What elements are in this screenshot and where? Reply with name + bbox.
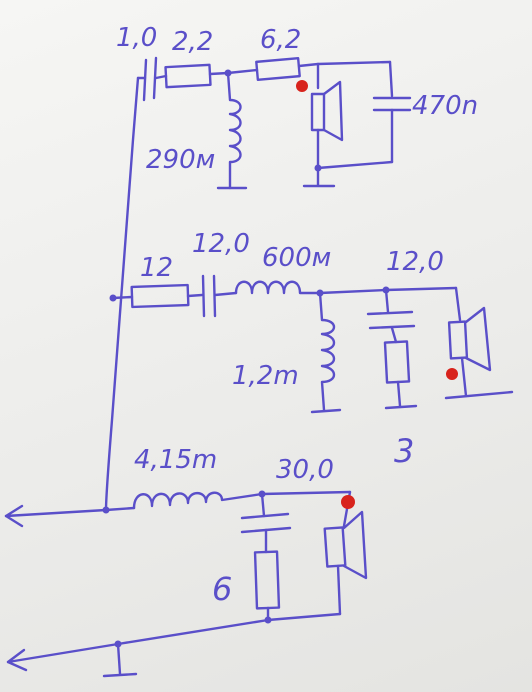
midrange-shunt-capacitor-label: 12,0 — [386, 247, 444, 277]
midrange-shunt-capacitor — [366, 310, 416, 330]
woofer-bus-node — [102, 506, 110, 514]
wire-node-to-shunt-cap — [384, 288, 390, 314]
midrange-polarity-marker — [446, 368, 458, 380]
tweeter-resistor-label: 2,2 — [172, 27, 213, 57]
wire-woofer-speaker-down — [336, 564, 342, 616]
woofer-top-rail — [260, 490, 352, 496]
midrange-inductor-label: 600м — [262, 243, 331, 273]
woofer-polarity-marker — [341, 495, 355, 509]
woofer-inductor-label: 4,15m — [134, 445, 217, 475]
tweeter-section: 1,0 2,2 290м 6,2 470n — [104, 23, 478, 512]
input-arrow-top-icon — [4, 504, 24, 528]
woofer-resistor-label: 6 — [212, 570, 232, 608]
woofer-capacitor-label: 30,0 — [276, 455, 334, 485]
wire-r3-to-c — [186, 293, 204, 298]
midrange-shunt-inductor — [318, 291, 336, 412]
midrange-speaker-ground — [444, 390, 514, 400]
tweeter-second-resistor-label: 6,2 — [260, 25, 301, 55]
tweeter-shunt-inductor — [226, 71, 242, 190]
midrange-capacitor-label: 12,0 — [192, 229, 250, 259]
midrange-resistor-ground — [384, 404, 418, 410]
wire-r2-to-top-rail — [297, 60, 392, 68]
midrange-shunt-inductor-label: 1,2m — [232, 361, 299, 391]
midrange-series-inductor — [234, 280, 322, 295]
midrange-inductor-ground — [310, 408, 342, 414]
midrange-section: 12 12,0 600м 1,2m 12,0 3 — [109, 229, 514, 470]
woofer-shunt-resistor — [253, 550, 281, 610]
input-arrow-bottom-icon — [6, 648, 28, 672]
tweeter-parallel-capacitor-label: 470n — [412, 91, 478, 121]
tweeter-capacitor-label: 1,0 — [116, 23, 157, 53]
wire-resistor-to-ground — [396, 380, 402, 408]
wire-mid-speaker-down — [460, 356, 468, 398]
wire-shunt-cap-to-resistor — [390, 326, 398, 344]
ground-symbol — [102, 642, 138, 678]
woofer-input-line — [4, 506, 136, 518]
midrange-resistor-label: 12 — [140, 253, 173, 283]
tweeter-series-capacitor — [142, 56, 158, 102]
woofer-series-inductor — [132, 491, 264, 510]
woofer-bottom-rail — [266, 612, 342, 622]
midrange-shunt-resistor-label: 3 — [394, 432, 414, 470]
tweeter-parallel-capacitor — [372, 96, 412, 112]
midrange-speaker-icon — [447, 306, 492, 372]
tweeter-speaker-icon — [310, 80, 344, 142]
woofer-speaker-icon — [323, 510, 368, 580]
tweeter-polarity-marker — [296, 80, 308, 92]
wire-rail-to-mid-speaker — [454, 286, 462, 322]
wire-bus-to-r3 — [111, 295, 134, 300]
midrange-series-capacitor — [201, 274, 217, 318]
midrange-series-resistor — [130, 283, 190, 309]
woofer-section: 4,15m 30,0 6 — [4, 445, 368, 678]
tweeter-speaker-ground — [302, 166, 336, 188]
tweeter-second-resistor — [255, 57, 301, 81]
ground-return-line — [6, 618, 270, 664]
tweeter-series-resistor — [164, 63, 212, 89]
wire-node-to-woofer-cap — [260, 492, 266, 518]
wire-top-rail-right — [388, 60, 394, 98]
wire-c1-to-r1 — [154, 74, 168, 80]
midrange-shunt-resistor — [383, 340, 411, 384]
wire-node-to-r2 — [226, 68, 259, 75]
main-bus-wire — [104, 76, 140, 512]
tweeter-bottom-rail — [316, 160, 394, 170]
wire-c-to-inductor — [213, 291, 238, 297]
tweeter-inductor-label: 290м — [146, 145, 215, 175]
